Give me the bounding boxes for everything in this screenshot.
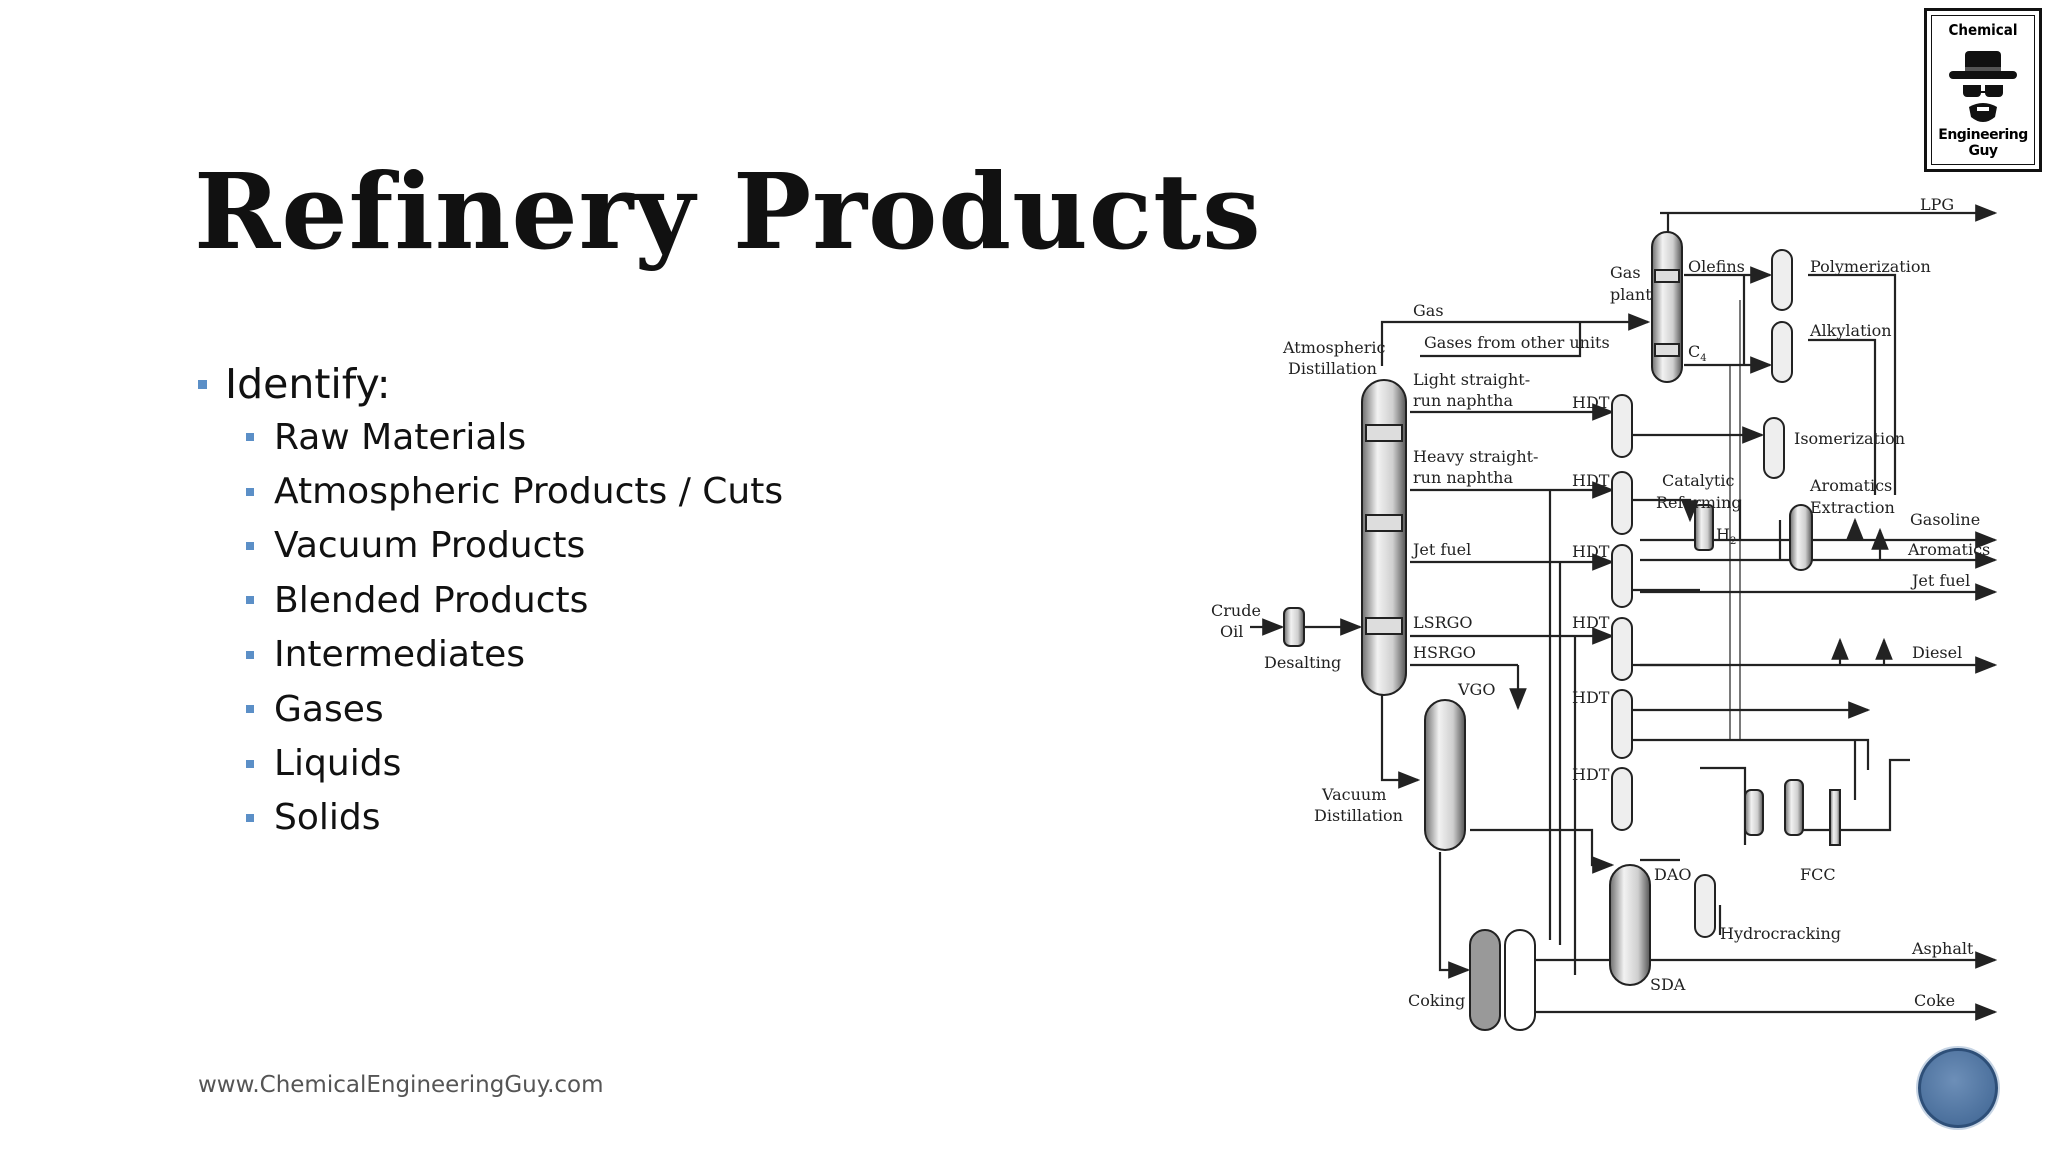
hat-face-icon [1949, 51, 2017, 122]
svg-text:SDA: SDA [1650, 975, 1686, 994]
sub-bullet-item: Raw Materials [246, 410, 783, 464]
svg-text:run naphtha: run naphtha [1413, 468, 1513, 487]
sub-bullet-text: Atmospheric Products / Cuts [274, 471, 784, 513]
svg-text:Oil: Oil [1220, 622, 1243, 641]
svg-text:Coke: Coke [1914, 991, 1955, 1010]
bullet-identify: Identify: [198, 360, 783, 408]
refinery-flow-diagram: LPG Gasoline Aromatics Jet fuel Diesel A… [1211, 195, 1998, 1031]
svg-text:Aromatics: Aromatics [1809, 476, 1892, 495]
sub-bullet-item: Blended Products [246, 573, 783, 627]
logo-frame [1931, 15, 2035, 165]
logo-text-bottom: Engineering Guy [1938, 127, 2028, 159]
vessels [1283, 231, 1841, 1031]
slide-title: Refinery Products [194, 150, 1262, 273]
svg-text:Gas: Gas [1413, 301, 1444, 320]
svg-text:C4: C4 [1688, 342, 1707, 364]
sub-bullet-text: Liquids [274, 743, 402, 785]
footer-url[interactable]: www.ChemicalEngineeringGuy.com [198, 1072, 604, 1098]
svg-text:Desalting: Desalting [1264, 653, 1341, 672]
svg-text:Reforming: Reforming [1656, 493, 1742, 512]
svg-text:Gases from other units: Gases from other units [1424, 333, 1610, 352]
svg-text:HDT: HDT [1572, 542, 1610, 561]
svg-text:DAO: DAO [1654, 865, 1692, 884]
bullet-marker [246, 650, 254, 659]
bullet-identify-text: Identify: [225, 360, 391, 408]
svg-text:Catalytic: Catalytic [1662, 471, 1734, 490]
svg-text:Alkylation: Alkylation [1809, 321, 1892, 340]
svg-text:Coking: Coking [1408, 991, 1465, 1010]
sub-bullet-text: Intermediates [274, 634, 526, 676]
sub-bullet-text: Solids [274, 797, 381, 839]
sub-bullet-item: Intermediates [246, 628, 783, 682]
bullet-marker [246, 759, 254, 768]
svg-text:Crude: Crude [1211, 601, 1261, 620]
reactors [1611, 249, 1793, 938]
svg-text:Diesel: Diesel [1912, 643, 1962, 662]
svg-text:HDT: HDT [1572, 471, 1610, 490]
sub-bullet-item: Solids [246, 791, 783, 845]
sub-bullet-text: Vacuum Products [274, 525, 586, 567]
sub-bullet-item: Vacuum Products [246, 519, 783, 573]
bullet-marker [246, 433, 254, 442]
svg-text:Distillation: Distillation [1288, 359, 1377, 378]
svg-text:Aromatics: Aromatics [1907, 540, 1990, 559]
logo-text-top: Chemical [1948, 21, 2018, 39]
svg-text:Asphalt: Asphalt [1911, 939, 1974, 958]
svg-text:Vacuum: Vacuum [1321, 785, 1386, 804]
svg-text:FCC: FCC [1800, 865, 1836, 884]
svg-text:HDT: HDT [1572, 393, 1610, 412]
svg-text:Distillation: Distillation [1314, 806, 1403, 825]
svg-text:Hydrocracking: Hydrocracking [1720, 924, 1841, 943]
bullet-marker [246, 487, 254, 496]
svg-text:HSRGO: HSRGO [1413, 643, 1476, 662]
svg-text:Jet fuel: Jet fuel [1411, 540, 1471, 559]
svg-text:Gasoline: Gasoline [1910, 510, 1980, 529]
bullet-marker [198, 379, 207, 389]
diagram-labels: LPG Gasoline Aromatics Jet fuel Diesel A… [1211, 195, 1990, 1010]
svg-text:Jet fuel: Jet fuel [1910, 571, 1970, 590]
svg-text:LSRGO: LSRGO [1413, 613, 1473, 632]
svg-text:HDT: HDT [1572, 688, 1610, 707]
channel-logo: Chemical Engineering Guy [1924, 8, 2042, 172]
svg-text:H2: H2 [1716, 525, 1736, 547]
sub-bullet-item: Atmospheric Products / Cuts [246, 464, 783, 518]
svg-text:HDT: HDT [1572, 765, 1610, 784]
svg-text:Gas: Gas [1610, 263, 1641, 282]
svg-text:Olefins: Olefins [1688, 257, 1745, 276]
svg-text:HDT: HDT [1572, 613, 1610, 632]
slide-nav-button[interactable] [1918, 1048, 1998, 1128]
sub-bullet-item: Gases [246, 682, 783, 736]
sub-bullet-item: Liquids [246, 736, 783, 790]
svg-text:Polymerization: Polymerization [1810, 257, 1931, 276]
svg-text:LPG: LPG [1920, 195, 1954, 214]
svg-text:Heavy straight-: Heavy straight- [1413, 447, 1538, 466]
bullet-marker [246, 541, 254, 550]
sub-bullet-text: Raw Materials [274, 416, 527, 458]
svg-text:plant: plant [1610, 285, 1652, 304]
svg-text:Isomerization: Isomerization [1794, 429, 1905, 448]
svg-text:Light straight-: Light straight- [1413, 370, 1530, 389]
svg-text:run naphtha: run naphtha [1413, 391, 1513, 410]
bullet-marker [246, 813, 254, 822]
svg-text:Atmospheric: Atmospheric [1282, 338, 1386, 357]
svg-text:Extraction: Extraction [1810, 498, 1895, 517]
svg-text:VGO: VGO [1457, 680, 1495, 699]
sub-bullet-text: Blended Products [274, 579, 589, 621]
bullet-marker [246, 596, 254, 605]
bullet-list: Identify: Raw Materials Atmospheric Prod… [198, 360, 783, 845]
sub-bullet-list: Raw Materials Atmospheric Products / Cut… [246, 410, 783, 845]
bullet-marker [246, 705, 254, 714]
sub-bullet-text: Gases [274, 688, 384, 730]
